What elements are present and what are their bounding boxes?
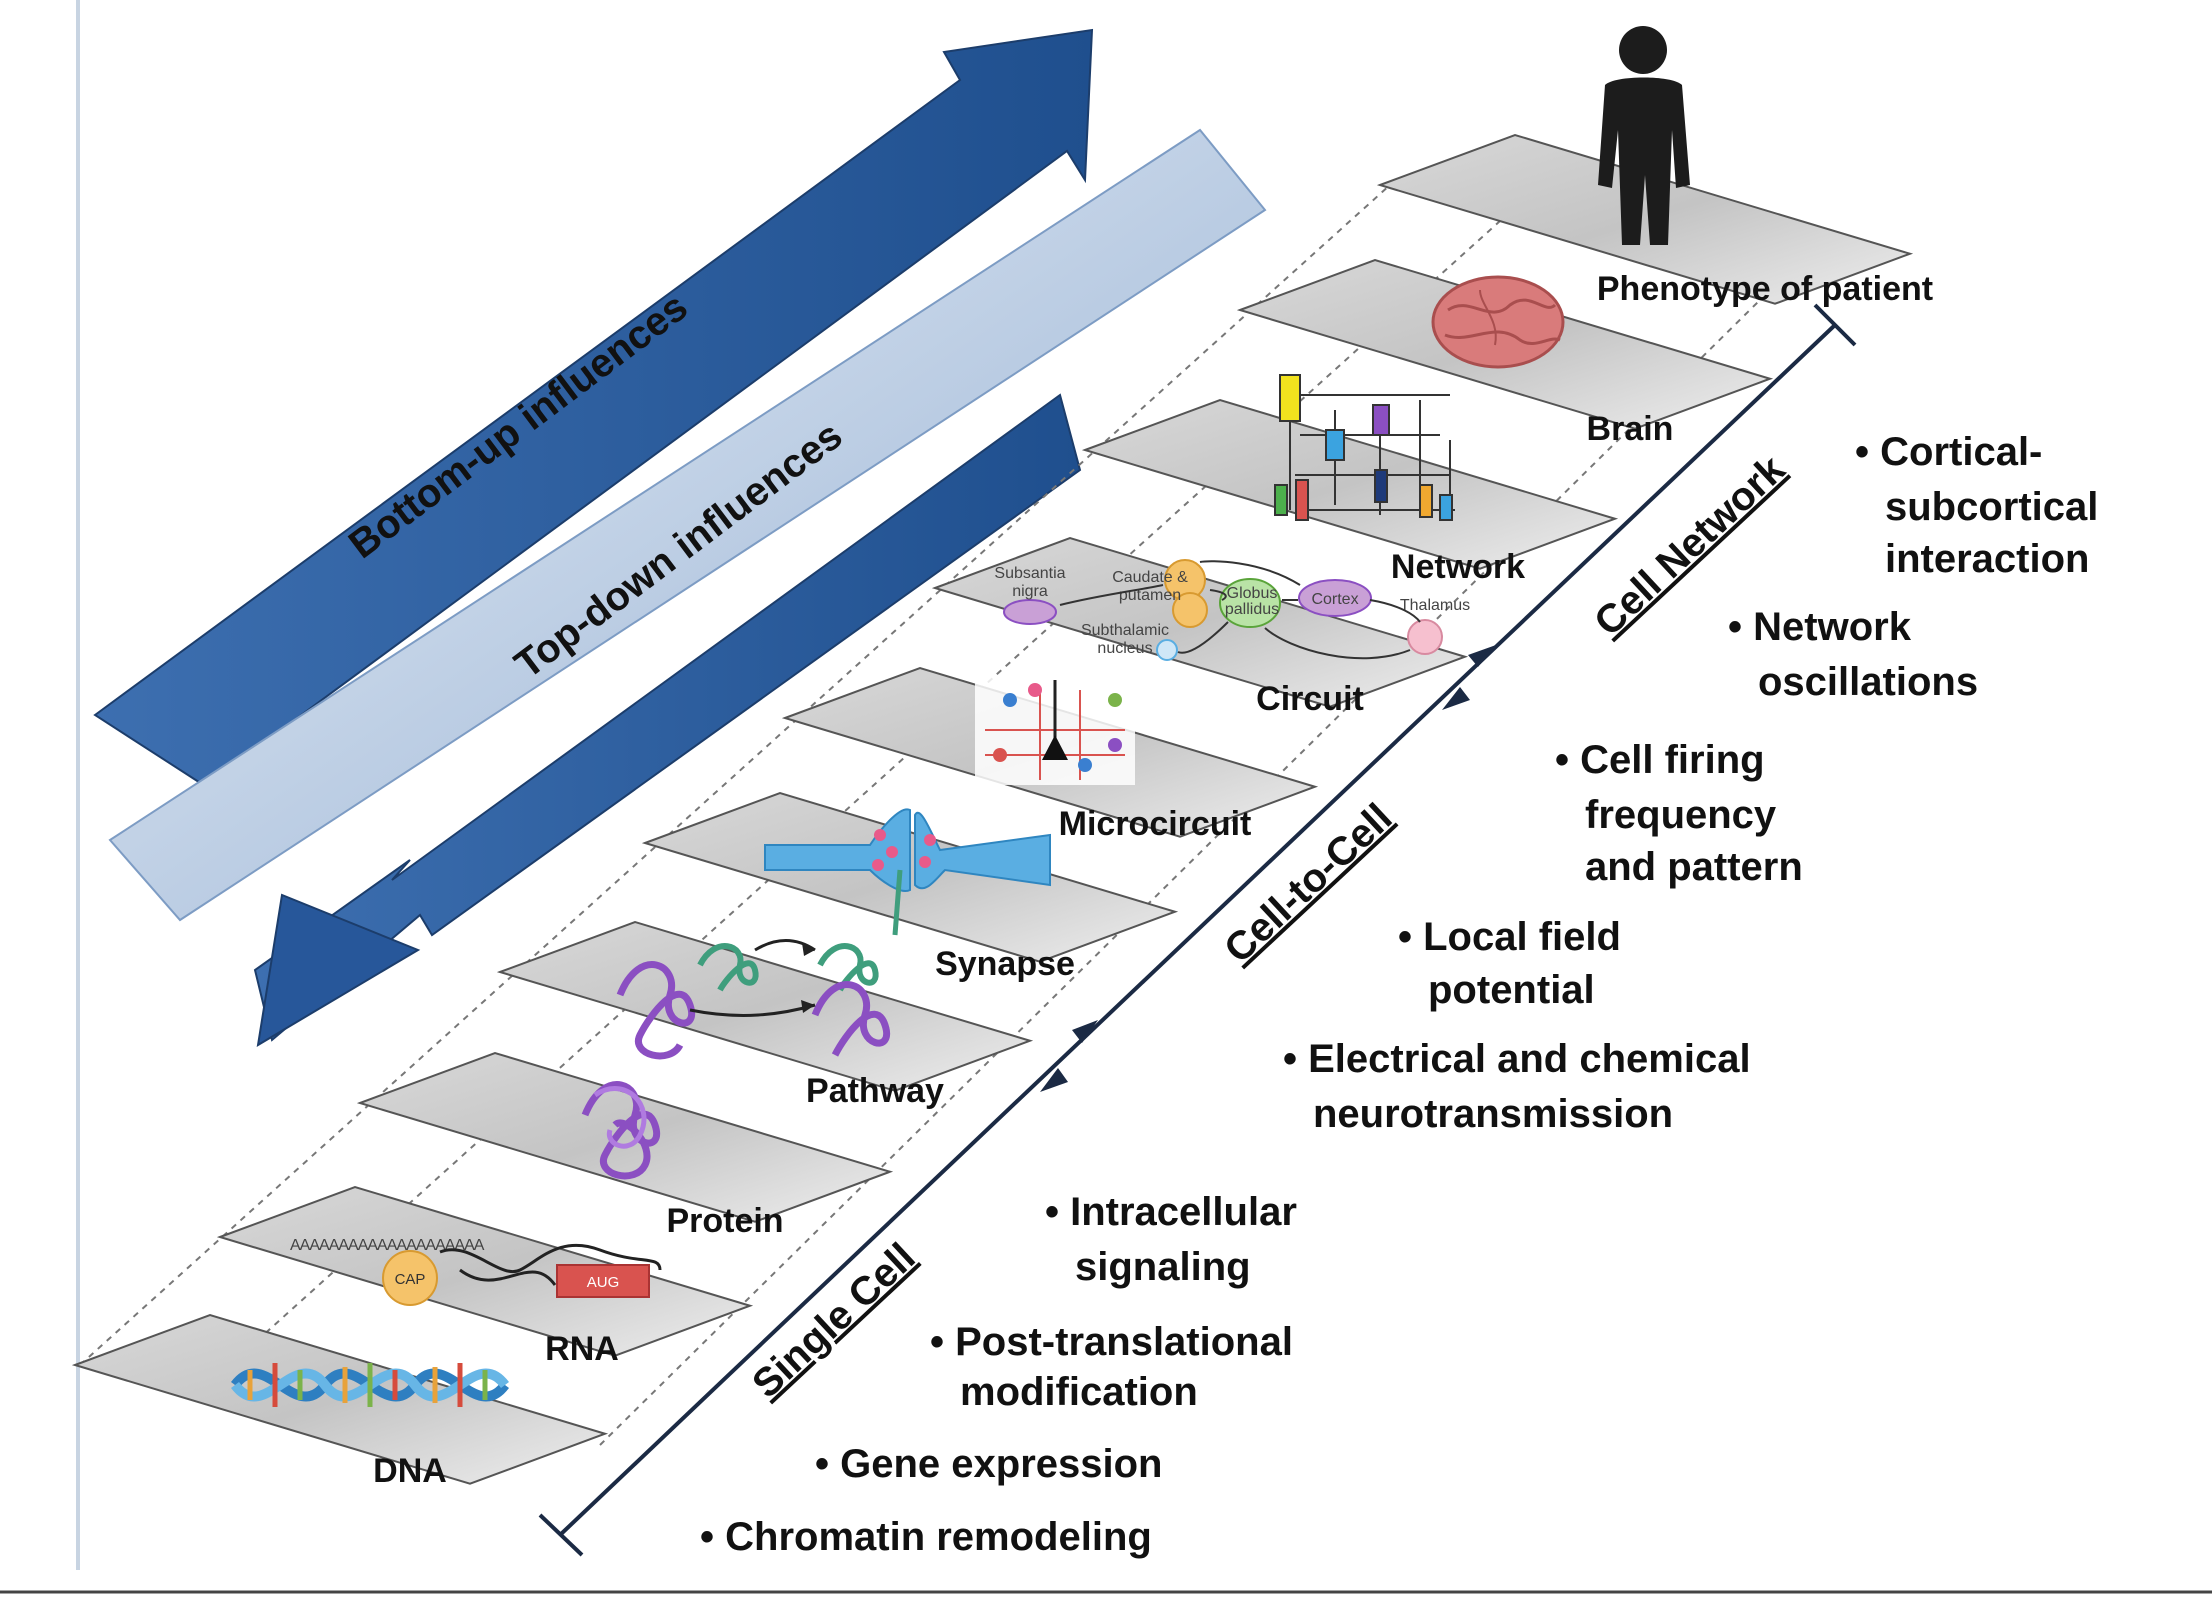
network-icon (1274, 374, 1455, 521)
microcircuit-icon (975, 675, 1135, 785)
plate-rna (216, 1185, 754, 1357)
bullet-chromatin: • Chromatin remodeling (700, 1515, 1152, 1559)
circuit-globus-line2: pallidus (1225, 601, 1279, 618)
plate-network (1081, 398, 1619, 570)
dna-helix-icon (231, 1363, 509, 1407)
circuit-thalamus-label: Thalamus (1400, 597, 1470, 614)
brain-icon (1431, 275, 1565, 369)
scale-arrowheads (1040, 645, 1496, 1092)
bullet-firing: • Cell firing (1555, 738, 1765, 782)
plate-protein (356, 1051, 894, 1223)
synapse-icon (764, 808, 1051, 936)
bullets-single-cell: • Chromatin remodeling • Gene expression… (700, 1190, 1297, 1559)
bullet-cortical: • Cortical- (1855, 430, 2042, 474)
bullets-cell-network: • Network oscillations • Cortical- subco… (1728, 430, 2098, 704)
level-label-dna: DNA (373, 1452, 447, 1490)
circuit-substantia-line1: Subsantia (994, 565, 1065, 582)
level-label-phenotype: Phenotype of patient (1597, 270, 1933, 308)
bullet-electrical-line2: neurotransmission (1313, 1092, 1673, 1136)
level-label-microcircuit: Microcircuit (1059, 805, 1252, 843)
level-label-brain: Brain (1587, 410, 1674, 448)
plate-pathway (496, 920, 1034, 1092)
level-labels: DNARNAProteinPathwaySynapseMicrocircuitC… (373, 270, 1933, 1490)
dashed-guides (79, 184, 1761, 1446)
level-label-rna: RNA (545, 1330, 619, 1368)
bullet-intracellular-line2: signaling (1075, 1245, 1251, 1289)
circuit-globus-line1: Globus (1227, 585, 1278, 602)
bullet-cortical-line3: interaction (1885, 537, 2089, 581)
rna-icon: AAAAAAAAAAAAAAAAAAAA CAP AUG (290, 1237, 662, 1306)
bullet-lfp: • Local field (1398, 915, 1621, 959)
circuit-cortex-label: Cortex (1311, 591, 1358, 608)
bullet-oscillations: • Network (1728, 605, 1912, 649)
bullet-firing-line3: and pattern (1585, 845, 1803, 889)
level-label-network: Network (1391, 548, 1525, 586)
top-down-arrow (108, 128, 1267, 922)
circuit-caudate-line1: Caudate & (1112, 569, 1188, 586)
circuit-caudate-line2: putamen (1119, 587, 1181, 604)
circuit-subthalamic-line1: Subthalamic (1081, 622, 1169, 639)
bullet-gene-expression: • Gene expression (815, 1442, 1163, 1486)
plate-phenotype (1376, 133, 1914, 305)
rna-aug-label: AUG (587, 1274, 620, 1291)
scale-bracket (538, 303, 1857, 1557)
protein-icon (581, 1081, 661, 1180)
bullet-electrical: • Electrical and chemical (1283, 1037, 1751, 1081)
bullet-ptm-line2: modification (960, 1370, 1198, 1414)
level-label-protein: Protein (666, 1202, 783, 1240)
circuit-subthalamic-line2: nucleus (1097, 640, 1152, 657)
bullet-lfp-line2: potential (1428, 968, 1595, 1012)
rna-polya-tail: AAAAAAAAAAAAAAAAAAAA (290, 1237, 485, 1254)
bullet-intracellular: • Intracellular (1045, 1190, 1297, 1234)
circuit-icon: Subsantia nigra Caudate & putamen Globus… (994, 559, 1470, 661)
circuit-substantia-line2: nigra (1012, 583, 1048, 600)
patient-silhouette-icon (1598, 26, 1690, 245)
top-down-arrowhead (253, 393, 1082, 1047)
level-label-pathway: Pathway (806, 1072, 944, 1110)
bullets-cell-to-cell: • Electrical and chemical neurotransmiss… (1283, 738, 1803, 1136)
bullet-ptm: • Post-translational (930, 1320, 1293, 1364)
level-label-synapse: Synapse (935, 945, 1075, 983)
bullet-oscillations-line2: oscillations (1758, 660, 1978, 704)
rna-cap-label: CAP (395, 1271, 426, 1288)
bullet-firing-line2: frequency (1585, 793, 1777, 837)
pathway-icon (616, 939, 891, 1060)
bullet-cortical-line2: subcortical (1885, 485, 2098, 529)
scale-single-cell: Single Cell (744, 1235, 924, 1407)
level-label-circuit: Circuit (1256, 680, 1364, 718)
